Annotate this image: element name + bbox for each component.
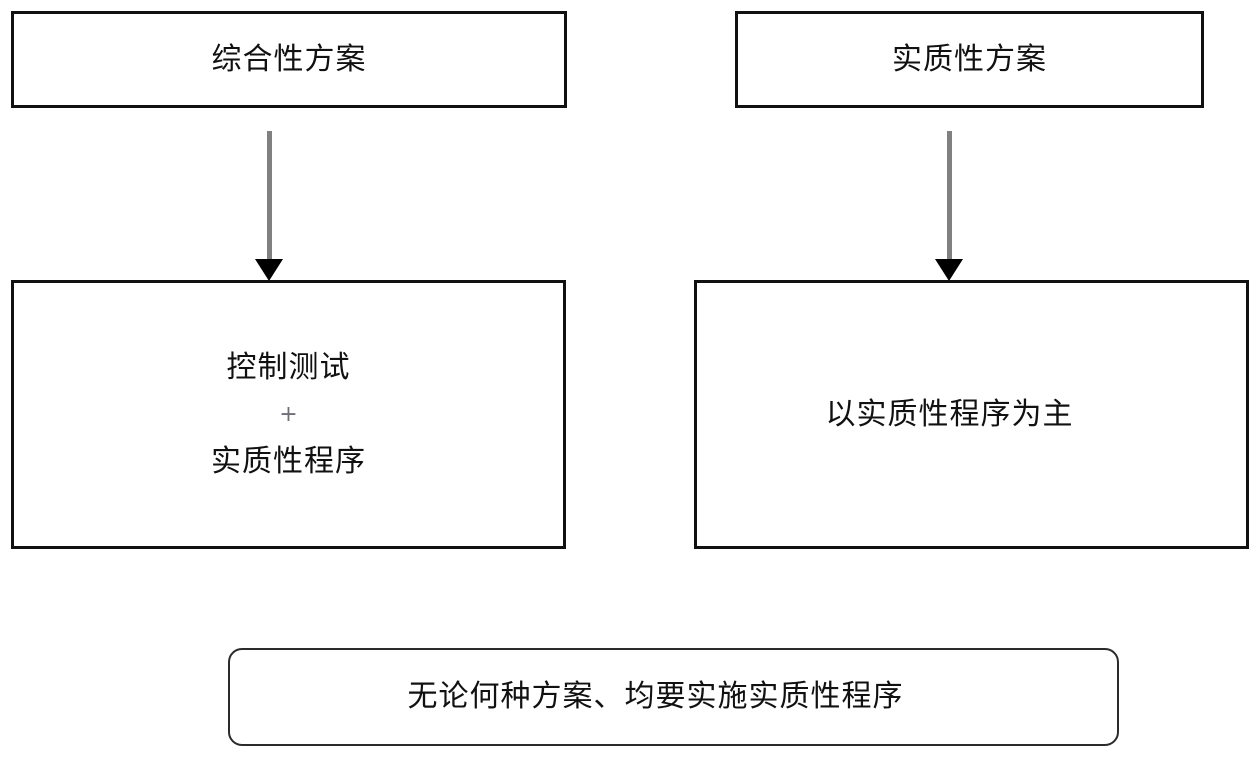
node-control-tests-combo-line3: 实质性程序 bbox=[211, 443, 366, 479]
node-conclusion-label: 无论何种方案、均要实施实质性程序 bbox=[407, 679, 904, 715]
arrow-shaft bbox=[266, 131, 272, 261]
node-comprehensive-plan-label: 综合性方案 bbox=[211, 41, 367, 77]
node-comprehensive-plan[interactable]: 综合性方案 bbox=[11, 11, 567, 108]
arrow-shaft bbox=[946, 131, 952, 261]
node-substantive-plan-label: 实质性方案 bbox=[892, 41, 1047, 77]
arrow-head-icon bbox=[255, 259, 283, 281]
node-control-tests-combo-plus: + bbox=[279, 402, 298, 428]
arrow-head-icon bbox=[935, 259, 963, 281]
node-substantive-primary-label: 以实质性程序为主 bbox=[825, 396, 1074, 432]
node-substantive-primary[interactable]: 以实质性程序为主 bbox=[694, 280, 1249, 549]
node-substantive-plan[interactable]: 实质性方案 bbox=[735, 11, 1204, 108]
node-conclusion[interactable]: 无论何种方案、均要实施实质性程序 bbox=[228, 648, 1119, 746]
arrow-comprehensive-to-control-combo bbox=[255, 131, 283, 281]
arrow-substantive-to-substantive-primary bbox=[935, 131, 963, 281]
node-control-tests-combo-line1: 控制测试 bbox=[226, 349, 351, 385]
node-control-tests-combo[interactable]: 控制测试 + 实质性程序 bbox=[11, 280, 566, 549]
